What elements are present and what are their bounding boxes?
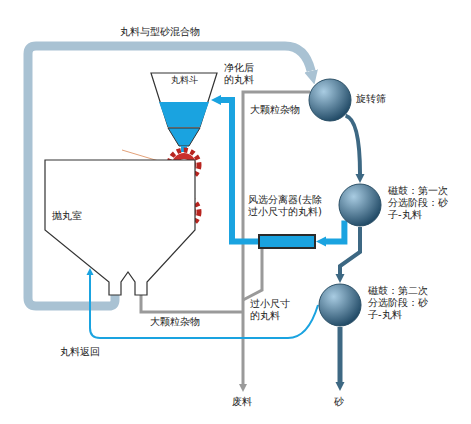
flow-arrow xyxy=(346,116,360,174)
node-label: 磁鼓：第二次分选阶段：砂子-丸料 xyxy=(368,285,430,321)
flow-arrow xyxy=(221,100,258,242)
flow-arrow xyxy=(90,275,318,338)
sand-line xyxy=(338,327,343,382)
flow-arrow xyxy=(326,221,344,242)
chamber-body xyxy=(45,160,195,295)
flow-label: 废料 xyxy=(232,396,252,408)
magnetic-drum-outline xyxy=(318,283,362,327)
node-label: 风选分离器(去除过小尺寸的丸料) xyxy=(248,194,324,218)
hopper-funnel xyxy=(168,128,200,146)
waste-line xyxy=(141,295,243,312)
flow-label: 砂 xyxy=(334,396,344,408)
node-label: 磁鼓：第一次分选阶段：砂子-丸料 xyxy=(388,185,450,221)
air-separator-outline xyxy=(258,234,316,249)
edge-label: 丸料返回 xyxy=(60,346,100,358)
flow-arrow xyxy=(340,227,360,274)
edge-label: 丸料与型砂混合物 xyxy=(120,26,200,38)
drum-body xyxy=(319,284,361,326)
flow-arrow xyxy=(28,46,311,306)
air-separator: 风选分离器(去除过小尺寸的丸料) xyxy=(258,234,316,249)
drum-body xyxy=(309,79,351,121)
waste-line xyxy=(243,249,262,300)
separator-body xyxy=(259,235,315,248)
hopper: 丸料斗 xyxy=(150,72,218,128)
node-label: 旋转筛 xyxy=(356,93,386,105)
shot-fill xyxy=(159,102,209,127)
drum-body xyxy=(339,184,381,226)
hopper-body xyxy=(151,73,217,127)
magnetic-drum-outline xyxy=(338,183,382,227)
flow-label: 过小尺寸的丸料 xyxy=(250,298,294,322)
blast-chamber: 抛丸室 xyxy=(45,160,195,295)
rotary-screen-outline xyxy=(308,78,352,122)
rotary-screen: 旋转筛 xyxy=(308,78,352,122)
node-label: 抛丸室 xyxy=(52,210,82,222)
node-label: 丸料斗 xyxy=(150,75,218,86)
edge-label: 净化后的丸料 xyxy=(224,62,260,86)
magnetic-drum: 磁鼓：第二次分选阶段：砂子-丸料 xyxy=(318,283,362,327)
flow-label: 大颗粒杂物 xyxy=(250,104,300,116)
flow-label: 大颗粒杂物 xyxy=(150,316,200,328)
magnetic-drum: 磁鼓：第一次分选阶段：砂子-丸料 xyxy=(338,183,382,227)
blast-chamber-outline xyxy=(45,160,195,295)
